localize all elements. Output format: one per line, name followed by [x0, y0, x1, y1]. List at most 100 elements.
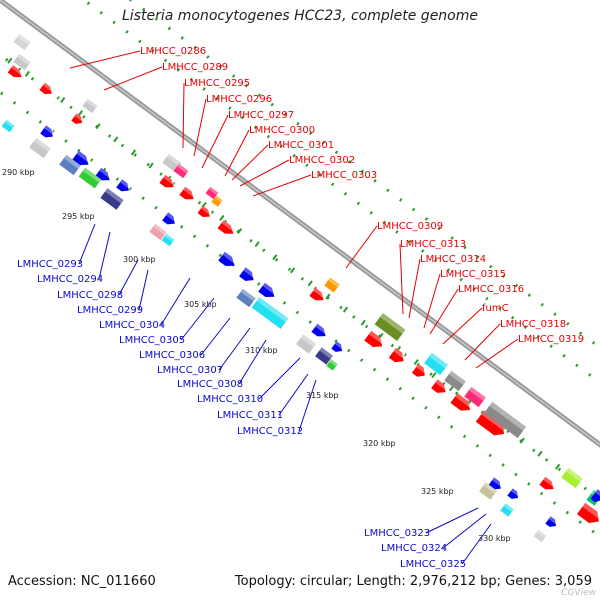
forward-gene-label: LMHCC_0303 [311, 170, 377, 181]
reverse-gene-2-shape [72, 150, 89, 166]
forward-label-leader [231, 144, 269, 181]
forward-gene-17-shade [17, 53, 31, 65]
reverse-label-leader [258, 357, 301, 400]
forward-gene-4-shape [159, 174, 174, 188]
forward-gene-10-shade [393, 348, 408, 360]
reverse-gene-6-shade [222, 251, 238, 265]
forward-gene-28-shade [489, 401, 527, 431]
forward-gene-23-shape [324, 277, 340, 293]
forward-gene-23-shade [328, 277, 340, 288]
forward-gene-label: LMHCC_0295 [184, 78, 250, 89]
reverse-gene-25-shade [329, 359, 338, 367]
scale-tick [254, 241, 260, 248]
reverse-gene-2 [72, 150, 92, 166]
reverse-label-leader [138, 269, 149, 311]
reverse-gene-26 [479, 482, 497, 500]
reverse-gene-17 [78, 167, 102, 189]
reverse-label-leader [200, 317, 231, 356]
reverse-label-leader [78, 223, 96, 265]
reverse-gene-18 [100, 188, 124, 210]
forward-gene-27-shade [468, 386, 486, 401]
forward-gene-label: LMHCC_0319 [518, 334, 584, 345]
reverse-gene-22-shape [251, 297, 289, 329]
reverse-gene-9 [311, 323, 329, 337]
forward-gene-label: LMHCC_0296 [206, 94, 272, 105]
reverse-gene-23 [296, 334, 316, 354]
forward-gene-13 [450, 393, 474, 411]
forward-gene-2 [39, 82, 55, 94]
reverse-label-leader [98, 231, 111, 280]
forward-gene-26-shade [448, 370, 466, 385]
forward-gene-15-shade [543, 476, 557, 488]
scale-tick-label: 295 kbp [62, 212, 95, 221]
scale-tick [60, 97, 66, 104]
scale-tick [360, 319, 366, 326]
forward-gene-8-shade [313, 287, 327, 299]
reverse-gene-25-shape [326, 359, 338, 371]
reverse-gene-23-shade [300, 334, 316, 348]
reverse-gene-label: LMHCC_0307 [157, 365, 223, 376]
forward-gene-3-shape [71, 113, 83, 124]
forward-gene-2-shape [39, 82, 52, 94]
forward-gene-label: LMHCC_0289 [162, 62, 228, 73]
forward-gene-label: LMHCC_0302 [289, 155, 355, 166]
forward-gene-label: fumC [482, 303, 509, 314]
reverse-gene-12-shape [507, 488, 519, 499]
forward-label-leader [239, 159, 290, 187]
forward-gene-5-shape [179, 186, 194, 200]
reverse-gene-7 [239, 267, 257, 281]
reverse-gene-6 [218, 251, 238, 267]
forward-gene-28-shape [483, 401, 527, 439]
forward-gene-label: LMHCC_0300 [249, 125, 315, 136]
reverse-gene-18-shade [105, 188, 124, 204]
reverse-gene-28 [533, 529, 547, 543]
reverse-gene-20 [161, 233, 175, 247]
forward-gene-label: LMHCC_0315 [440, 269, 506, 280]
reverse-gene-5 [162, 212, 178, 225]
reverse-gene-17-shape [78, 167, 102, 189]
forward-gene-5 [179, 186, 197, 200]
forward-gene-11 [411, 364, 429, 377]
scale-tick-label: 290 kbp [2, 168, 35, 177]
reverse-gene-29 [1, 119, 15, 133]
reverse-gene-20-shade [164, 233, 175, 243]
reverse-gene-16-shade [63, 154, 81, 169]
forward-label-leader [429, 288, 459, 335]
forward-gene-21 [205, 186, 219, 200]
scale-tick [130, 149, 137, 156]
scale-tick-label: 300 kbp [123, 255, 156, 264]
forward-gene-7 [217, 220, 237, 234]
scale-tick-label: 330 kbp [478, 534, 511, 543]
forward-gene-label: LMHCC_0318 [500, 319, 566, 330]
reverse-gene-label: LMHCC_0305 [119, 335, 185, 346]
reverse-gene-12-shade [510, 488, 521, 497]
forward-gene-29-shape [561, 467, 583, 489]
forward-gene-label: LMHCC_0314 [420, 254, 486, 265]
scale-tick-label: 315 kbp [306, 391, 339, 400]
forward-gene-19-shade [166, 153, 182, 167]
forward-gene-27 [464, 386, 486, 408]
reverse-gene-29-shade [4, 119, 15, 129]
forward-gene-12 [431, 379, 449, 393]
reverse-gene-24-shape [315, 347, 333, 365]
forward-gene-15-shape [539, 476, 554, 490]
reverse-gene-8-shade [262, 282, 278, 296]
forward-label-leader [423, 273, 441, 329]
genome-summary-text: Topology: circular; Length: 2,976,212 bp… [234, 574, 592, 589]
reverse-gene-label: LMHCC_0298 [57, 290, 123, 301]
forward-label-leader [193, 98, 207, 157]
scale-tick [555, 463, 561, 470]
reverse-label-leader [442, 513, 487, 549]
reverse-label-leader [160, 277, 191, 326]
forward-label-leader [69, 50, 141, 69]
map-title: Listeria monocytogenes HCC23, complete g… [122, 8, 478, 24]
reverse-gene-14 [590, 489, 600, 503]
forward-gene-18-shade [85, 98, 98, 109]
reverse-gene-9-shape [311, 323, 326, 337]
forward-gene-25-shape [424, 352, 448, 376]
reverse-gene-label: LMHCC_0325 [400, 559, 466, 570]
forward-label-leader [442, 307, 483, 345]
reverse-gene-4-shade [120, 179, 132, 190]
